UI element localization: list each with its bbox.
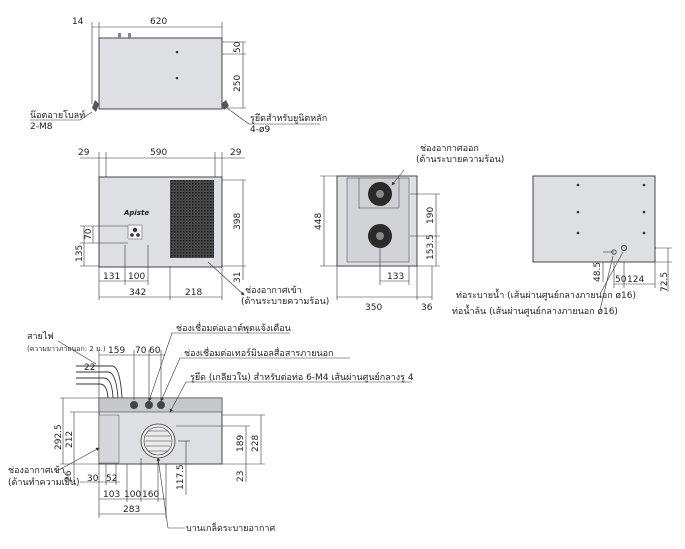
anchor-bolt-spec: 2-M8 bbox=[30, 122, 53, 132]
dim-front-31: 31 bbox=[233, 272, 243, 283]
pipe-screw-label: รูยึด (เกลียวใน) สำหรับต่อท่อ 6-M4 เส้นผ… bbox=[190, 371, 414, 383]
dim-bottom-22: 22 bbox=[84, 363, 95, 373]
dim-bottom-159: 159 bbox=[108, 346, 125, 356]
dim-bottom-60: 60 bbox=[149, 346, 161, 356]
dim-top-14: 14 bbox=[72, 17, 84, 27]
inlet-grille-panel bbox=[98, 414, 120, 464]
cold-air-inlet-sub: (ด้านทำความเย็น) bbox=[8, 475, 80, 488]
dim-top-250: 250 bbox=[233, 75, 243, 92]
dim-side-36: 36 bbox=[421, 303, 433, 313]
dim-top-50: 50 bbox=[233, 41, 243, 53]
brand-logo: Apiste bbox=[123, 209, 149, 217]
dim-bottom-52: 52 bbox=[106, 474, 117, 484]
screw-hole bbox=[576, 210, 580, 214]
anchor-bolt-icon bbox=[92, 100, 99, 112]
dim-bottom-26: 26 bbox=[64, 470, 74, 482]
dim-bottom-292-5: 292.5 bbox=[54, 424, 64, 450]
anchor-bolt-icon bbox=[221, 100, 229, 110]
top-view-lug bbox=[118, 33, 121, 39]
fan-hub bbox=[376, 190, 384, 198]
power-cable bbox=[76, 371, 119, 399]
mount-hole-spec: 4-ø9 bbox=[250, 125, 270, 135]
screw-hole bbox=[642, 210, 646, 214]
terminal-connector-label: ช่องเชื่อมต่อเทอร์มินอลสื่อสารภายนอก bbox=[184, 346, 333, 359]
dim-front-342: 342 bbox=[129, 288, 146, 298]
anchor-bolt-label: น๊อตอายโบลท์ bbox=[30, 109, 85, 121]
mount-hole bbox=[175, 76, 179, 80]
front-view: Apiste 29 590 29 398 31 135 70 131 100 bbox=[75, 148, 329, 307]
alarm-output-label: ช่องเชื่อมต่อเอาต์พุตแจ้งเตือน bbox=[176, 321, 291, 334]
dim-front-131: 131 bbox=[103, 272, 120, 282]
screw-hole bbox=[576, 231, 580, 235]
dim-side-190: 190 bbox=[426, 207, 436, 224]
dim-front-100: 100 bbox=[128, 272, 145, 282]
dim-side-153-5: 153.5 bbox=[426, 234, 436, 260]
dim-front-135: 135 bbox=[75, 245, 85, 262]
bottom-view: สายไฟ (ความยาวภายนอก: 2 ม.) 159 70 60 22… bbox=[8, 321, 414, 534]
dim-front-590: 590 bbox=[150, 148, 167, 158]
power-cable bbox=[76, 383, 109, 399]
top-view-lug bbox=[128, 33, 131, 39]
connector-power bbox=[130, 401, 138, 409]
screw-hole bbox=[576, 183, 580, 187]
dim-top-620: 620 bbox=[150, 17, 167, 27]
dim-front-29-right: 29 bbox=[230, 148, 242, 158]
dim-front-218: 218 bbox=[185, 288, 202, 298]
air-inlet-sub: (ด้านระบายความร้อน) bbox=[241, 296, 329, 307]
back-view: 72.5 48.5 50 124 ท่อระบายน้ำ (เส้นผ่านศู… bbox=[452, 175, 672, 317]
dim-front-70: 70 bbox=[84, 228, 94, 240]
air-inlet-grille bbox=[170, 180, 214, 258]
dim-bottom-30: 30 bbox=[87, 474, 99, 484]
mount-hole bbox=[175, 50, 179, 54]
dim-front-29-left: 29 bbox=[78, 148, 90, 158]
power-cable bbox=[76, 377, 114, 399]
dim-bottom-23: 23 bbox=[236, 471, 246, 482]
dim-bottom-117-5: 117.5 bbox=[176, 464, 186, 490]
screw-hole bbox=[642, 183, 646, 187]
drain-pipe-label: ท่อระบายน้ำ (เส้นผ่านศูนย์กลางภายนอก ø16… bbox=[456, 288, 636, 301]
screw-hole bbox=[642, 231, 646, 235]
dim-bottom-189: 189 bbox=[236, 435, 246, 452]
dim-back-72-5: 72.5 bbox=[660, 272, 670, 292]
control-icon bbox=[136, 233, 140, 237]
overflow-pipe-label: ท่อน้ำล้น (เส้นผ่านศูนย์กลางภายนอก ø16) bbox=[452, 304, 618, 317]
dim-bottom-100: 100 bbox=[124, 490, 141, 500]
side-view: ช่องอากาศออก (ด้านระบายความร้อน) 448 190… bbox=[314, 144, 504, 313]
dim-side-350: 350 bbox=[365, 303, 382, 313]
vent-louver-label: บานเกล็ดระบายอากาศ bbox=[186, 521, 275, 534]
cold-air-inlet-label: ช่องอากาศเข้า bbox=[8, 465, 65, 476]
control-icon bbox=[132, 227, 138, 233]
power-cable bbox=[76, 365, 123, 399]
control-icon bbox=[130, 233, 134, 237]
air-inlet-label: ช่องอากาศเข้า bbox=[245, 285, 302, 296]
power-cable-sub: (ความยาวภายนอก: 2 ม.) bbox=[27, 345, 106, 353]
connector-thermo bbox=[157, 401, 165, 409]
dim-bottom-160: 160 bbox=[142, 490, 159, 500]
connector-alarm bbox=[145, 401, 153, 409]
fan-hub bbox=[376, 232, 384, 240]
dim-bottom-103: 103 bbox=[103, 490, 120, 500]
power-cable-label: สายไฟ bbox=[27, 331, 54, 342]
dim-front-398: 398 bbox=[233, 213, 243, 230]
air-outlet-label: ช่องอากาศออก bbox=[420, 144, 479, 154]
dim-side-133: 133 bbox=[387, 272, 404, 282]
mount-hole-label: รูยึดสำหรับยูนิตหลัก bbox=[250, 113, 327, 124]
dim-bottom-70: 70 bbox=[135, 346, 147, 356]
dim-bottom-283: 283 bbox=[123, 505, 140, 515]
dim-back-124: 124 bbox=[627, 275, 644, 285]
dim-back-50: 50 bbox=[615, 275, 627, 285]
drain-pipe-icon bbox=[621, 244, 628, 251]
dim-bottom-212: 212 bbox=[65, 431, 75, 448]
dim-back-48-5: 48.5 bbox=[593, 262, 603, 282]
top-view-body bbox=[98, 37, 223, 110]
dim-side-448: 448 bbox=[314, 213, 324, 230]
fan-louver-ring bbox=[143, 426, 173, 456]
back-view-body bbox=[532, 175, 656, 263]
dim-bottom-228: 228 bbox=[251, 435, 261, 452]
air-outlet-sub: (ด้านระบายความร้อน) bbox=[416, 154, 504, 165]
top-view: 14 620 50 250 น๊อตอายโบลท์ 2-M8 รูยึดสำห… bbox=[30, 17, 327, 135]
